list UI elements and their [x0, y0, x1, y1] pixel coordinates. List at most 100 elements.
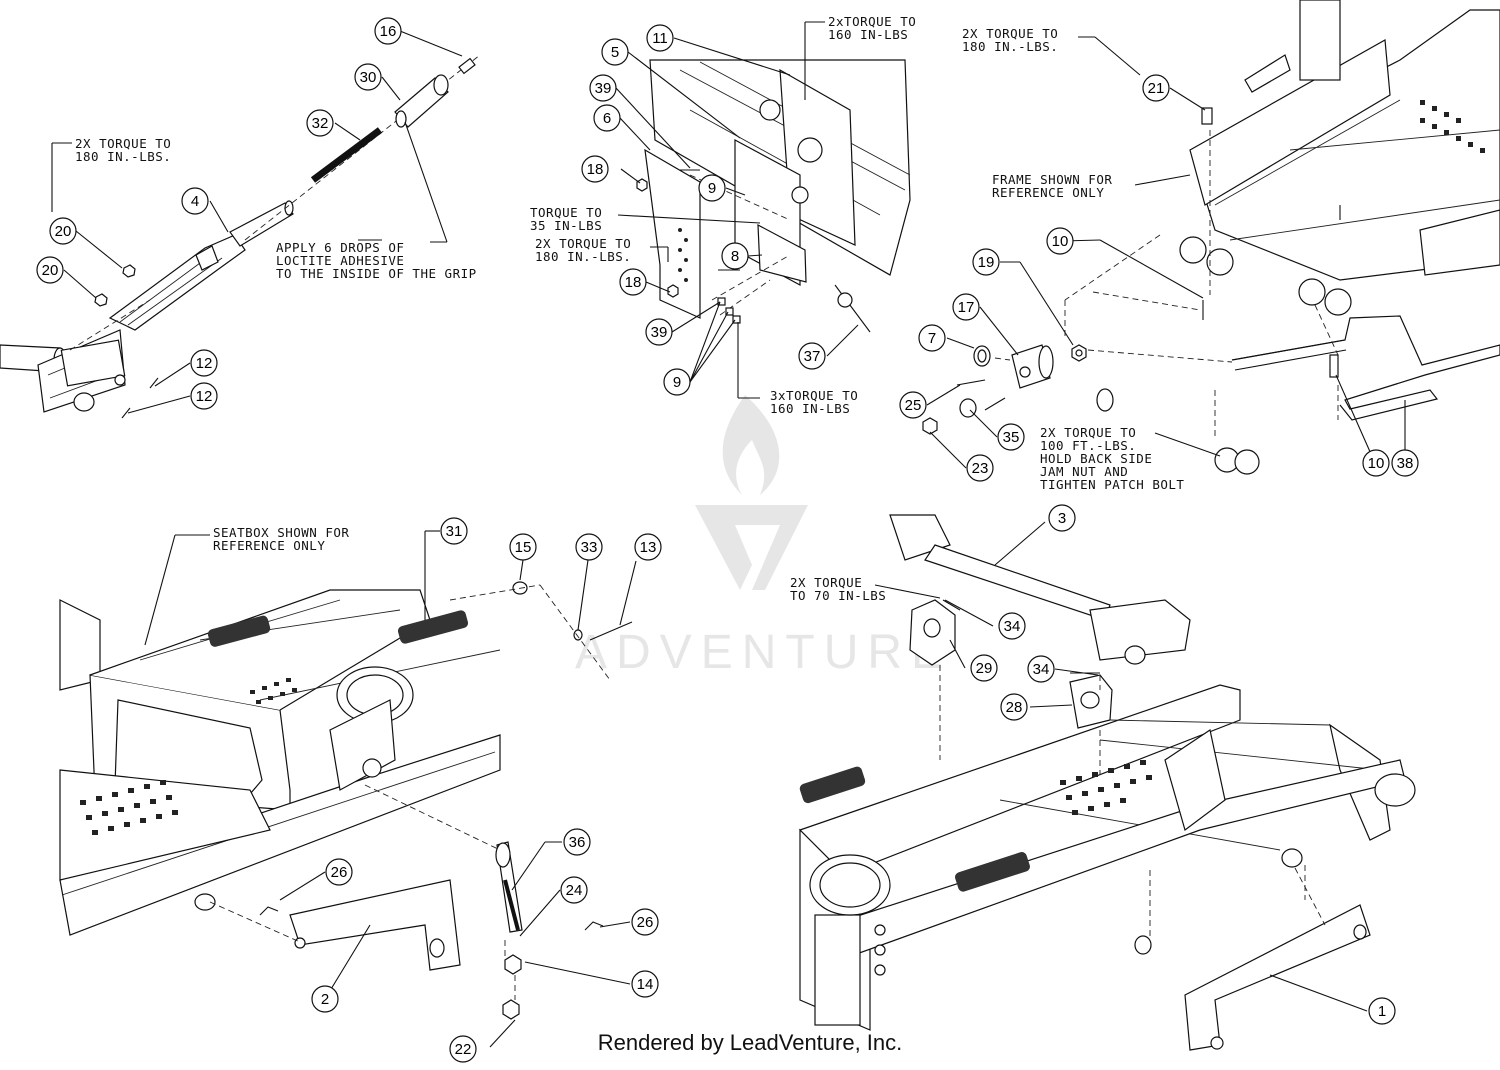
callout-4[interactable]: 4	[181, 187, 209, 215]
svg-text:TO 70 IN-LBS: TO 70 IN-LBS	[790, 588, 886, 603]
callout-9[interactable]: 9	[663, 368, 691, 396]
svg-text:10: 10	[1368, 455, 1385, 472]
svg-text:33: 33	[581, 539, 598, 556]
svg-text:12: 12	[196, 388, 213, 405]
svg-text:35 IN-LBS: 35 IN-LBS	[530, 218, 602, 233]
callout-39[interactable]: 39	[645, 318, 673, 346]
svg-text:TO THE INSIDE OF THE GRIP: TO THE INSIDE OF THE GRIP	[276, 266, 477, 281]
svg-text:25: 25	[905, 397, 922, 414]
svg-text:180 IN.-LBS.: 180 IN.-LBS.	[962, 39, 1058, 54]
callout-12[interactable]: 12	[190, 349, 218, 377]
svg-text:TIGHTEN PATCH BOLT: TIGHTEN PATCH BOLT	[1040, 477, 1184, 492]
callout-2[interactable]: 2	[311, 985, 339, 1013]
callout-31[interactable]: 31	[440, 517, 468, 545]
watermark-text: ADVENTURE	[575, 626, 952, 679]
svg-text:10: 10	[1052, 233, 1069, 250]
callout-34[interactable]: 34	[998, 612, 1026, 640]
svg-text:20: 20	[55, 223, 72, 240]
svg-text:180 IN.-LBS.: 180 IN.-LBS.	[535, 249, 631, 264]
svg-text:1: 1	[1378, 1003, 1386, 1020]
callout-7[interactable]: 7	[918, 324, 946, 352]
callout-29[interactable]: 29	[970, 654, 998, 682]
callout-10[interactable]: 10	[1046, 227, 1074, 255]
svg-text:180 IN.-LBS.: 180 IN.-LBS.	[75, 149, 171, 164]
svg-text:2X TORQUE TO: 2X TORQUE TO	[535, 236, 631, 251]
svg-text:FRAME SHOWN FOR: FRAME SHOWN FOR	[992, 172, 1112, 187]
svg-text:26: 26	[331, 864, 348, 881]
callout-14[interactable]: 14	[631, 970, 659, 998]
svg-text:21: 21	[1148, 80, 1165, 97]
svg-text:11: 11	[652, 30, 668, 47]
callout-26[interactable]: 26	[631, 908, 659, 936]
svg-text:3xTORQUE TO: 3xTORQUE TO	[770, 388, 858, 403]
handle-assembly	[0, 54, 481, 419]
callout-28[interactable]: 28	[1000, 693, 1028, 721]
svg-text:38: 38	[1397, 455, 1414, 472]
callout-20[interactable]: 20	[36, 256, 64, 284]
svg-text:31: 31	[446, 523, 463, 540]
note-loctite: APPLY 6 DROPS OF LOCTITE ADHESIVE TO THE…	[276, 121, 477, 281]
callout-15[interactable]: 15	[509, 533, 537, 561]
callout-17[interactable]: 17	[952, 293, 980, 321]
svg-text:160 IN-LBS: 160 IN-LBS	[770, 401, 850, 416]
svg-text:LOCTITE ADHESIVE: LOCTITE ADHESIVE	[276, 253, 404, 268]
callout-1[interactable]: 1	[1368, 997, 1396, 1025]
callout-12[interactable]: 12	[190, 382, 218, 410]
callout-35[interactable]: 35	[997, 423, 1025, 451]
callout-33[interactable]: 33	[575, 533, 603, 561]
callout-36[interactable]: 36	[563, 828, 591, 856]
watermark-logo	[695, 395, 808, 590]
svg-text:39: 39	[595, 80, 612, 97]
callout-26[interactable]: 26	[325, 858, 353, 886]
svg-text:8: 8	[731, 248, 739, 265]
callout-30[interactable]: 30	[354, 63, 382, 91]
callout-32[interactable]: 32	[306, 109, 334, 137]
callout-38[interactable]: 38	[1391, 449, 1419, 477]
svg-text:34: 34	[1004, 618, 1021, 635]
note-torque-180-bracket: 2X TORQUE TO 180 IN.-LBS.	[535, 236, 669, 264]
note-torque-180-handle: 2X TORQUE TO 180 IN.-LBS.	[51, 136, 171, 212]
callout-22[interactable]: 22	[449, 1035, 477, 1063]
callout-19[interactable]: 19	[972, 248, 1000, 276]
seat-spring-left	[207, 615, 271, 647]
callout-21[interactable]: 21	[1142, 74, 1170, 102]
callout-3[interactable]: 3	[1048, 504, 1076, 532]
svg-text:3: 3	[1058, 510, 1066, 527]
svg-text:TORQUE TO: TORQUE TO	[530, 205, 602, 220]
callout-18[interactable]: 18	[619, 268, 647, 296]
callout-34[interactable]: 34	[1027, 655, 1055, 683]
svg-text:30: 30	[360, 69, 377, 86]
svg-text:19: 19	[978, 254, 995, 271]
callout-11[interactable]: 11	[646, 24, 674, 52]
note-torque-180-frame: 2X TORQUE TO 180 IN.-LBS.	[962, 26, 1141, 76]
callout-37[interactable]: 37	[798, 342, 826, 370]
svg-text:36: 36	[569, 834, 586, 851]
svg-text:16: 16	[380, 23, 397, 40]
callout-8[interactable]: 8	[721, 242, 749, 270]
frame-assembly	[922, 0, 1500, 475]
svg-text:32: 32	[312, 115, 329, 132]
callout-16[interactable]: 16	[374, 17, 402, 45]
svg-text:7: 7	[928, 330, 936, 347]
svg-text:JAM NUT AND: JAM NUT AND	[1040, 464, 1128, 479]
callout-18[interactable]: 18	[581, 155, 609, 183]
callout-39[interactable]: 39	[589, 74, 617, 102]
callout-10[interactable]: 10	[1362, 449, 1390, 477]
callout-20[interactable]: 20	[49, 217, 77, 245]
callout-5[interactable]: 5	[601, 38, 629, 66]
svg-text:2xTORQUE TO: 2xTORQUE TO	[828, 14, 916, 29]
svg-text:17: 17	[958, 299, 975, 316]
callout-9[interactable]: 9	[698, 174, 726, 202]
callout-24[interactable]: 24	[560, 876, 588, 904]
callout-6[interactable]: 6	[593, 104, 621, 132]
callout-25[interactable]: 25	[899, 391, 927, 419]
callout-13[interactable]: 13	[634, 533, 662, 561]
callout-23[interactable]: 23	[966, 454, 994, 482]
svg-text:9: 9	[708, 180, 716, 197]
svg-text:39: 39	[651, 324, 668, 341]
svg-text:12: 12	[196, 355, 213, 372]
svg-text:24: 24	[566, 882, 583, 899]
svg-text:100 FT.-LBS.: 100 FT.-LBS.	[1040, 438, 1136, 453]
note-torque-100ftlbs: 2X TORQUE TO 100 FT.-LBS. HOLD BACK SIDE…	[1040, 425, 1221, 492]
